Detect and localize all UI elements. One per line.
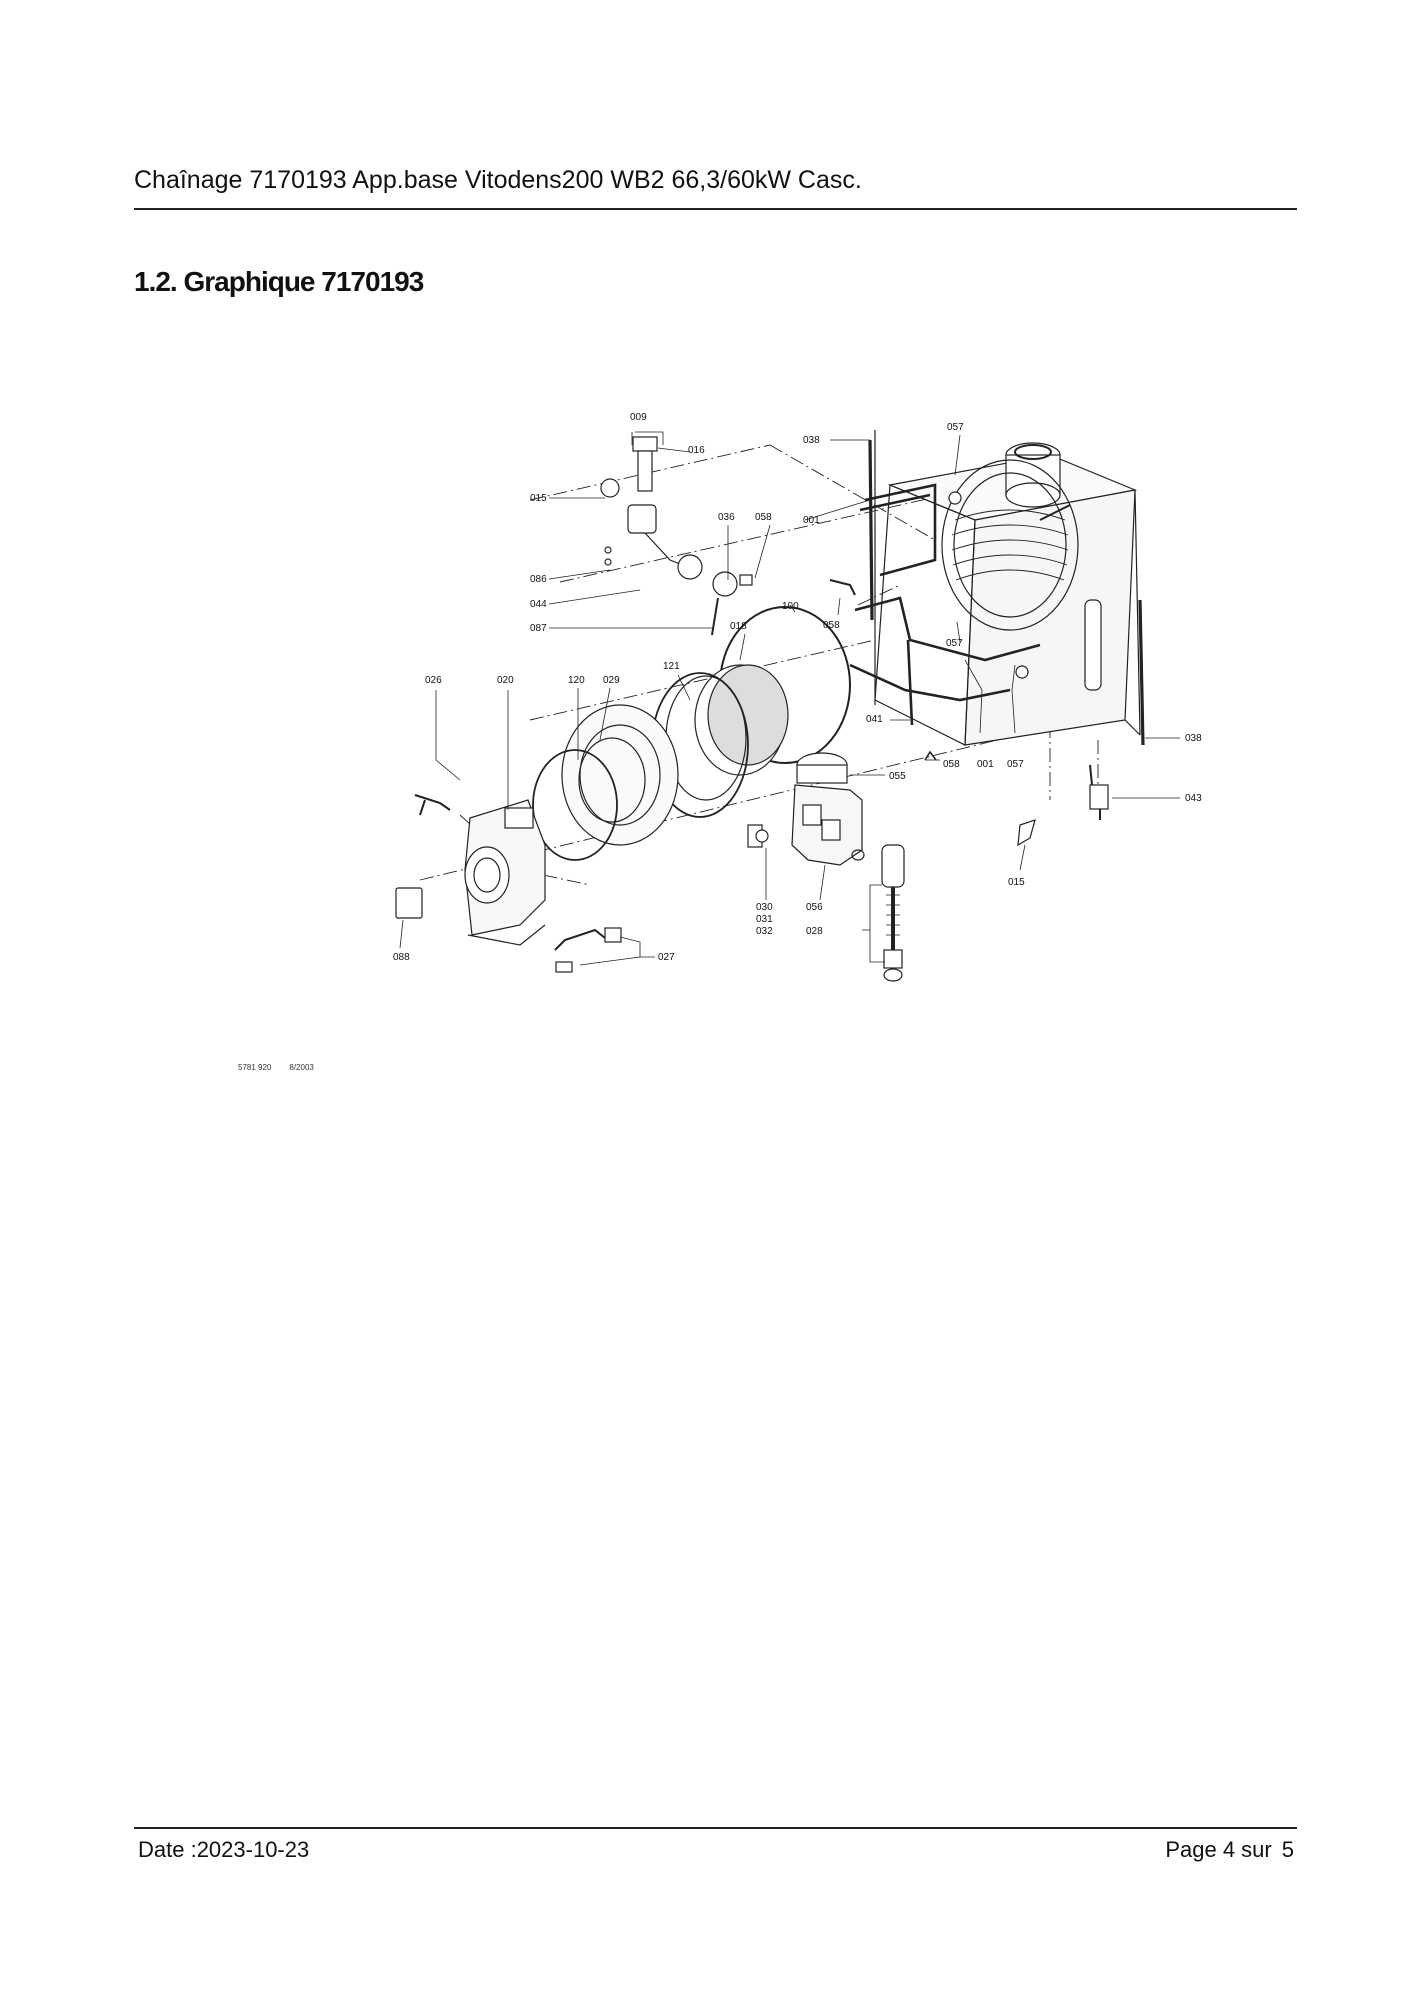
section-title: 1.2. Graphique 7170193 bbox=[134, 266, 424, 297]
part-label-088: 088 bbox=[393, 952, 410, 963]
header-divider bbox=[134, 208, 1297, 210]
part-label-028: 028 bbox=[806, 926, 823, 937]
blower-020 bbox=[464, 799, 546, 946]
part-label-086: 086 bbox=[530, 574, 547, 585]
part-label-043: 043 bbox=[1185, 793, 1202, 804]
page-total: 5 bbox=[1281, 1837, 1294, 1862]
page-prefix: Page 4 sur bbox=[1165, 1837, 1272, 1862]
part-label-036: 036 bbox=[718, 512, 735, 523]
seal-120 bbox=[532, 749, 618, 861]
part-label-044: 044 bbox=[530, 599, 547, 610]
part-label-055: 055 bbox=[889, 771, 906, 782]
drawing-reference: 5781 920 8/2003 bbox=[238, 1063, 332, 1072]
part-label-057: 057 bbox=[946, 638, 963, 649]
part-label-038: 038 bbox=[1185, 733, 1202, 744]
part-label-100: 100 bbox=[782, 601, 799, 612]
part-label-027: 027 bbox=[658, 952, 675, 963]
part-label-026: 026 bbox=[425, 675, 442, 686]
electrode-027 bbox=[554, 928, 606, 951]
electrode-026 bbox=[414, 794, 451, 816]
part-label-087: 087 bbox=[530, 623, 547, 634]
header-title: Chaînage 7170193 App.base Vitodens200 WB… bbox=[134, 166, 862, 194]
drawing-date: 8/2003 bbox=[289, 1063, 314, 1072]
leader-lines bbox=[399, 431, 1180, 966]
part-label-009: 009 bbox=[630, 412, 647, 423]
part-number-labels: 009 016 015 036 058 086 044 087 038 057 … bbox=[393, 412, 1202, 963]
gas-valve-056 bbox=[791, 752, 863, 866]
part-label-120: 120 bbox=[568, 675, 585, 686]
part-label-058: 058 bbox=[823, 620, 840, 631]
part-label-018: 018 bbox=[730, 621, 747, 632]
footer-date: Date :2023-10-23 bbox=[138, 1837, 310, 1862]
part-label-001: 001 bbox=[803, 515, 820, 526]
footer-divider bbox=[134, 1827, 1297, 1829]
exploded-parts-diagram: 009 016 015 036 058 086 044 087 038 057 … bbox=[380, 405, 1230, 995]
footer-page-number: Page 4 sur 5 bbox=[1165, 1837, 1294, 1863]
boiler-casing bbox=[874, 430, 1141, 746]
part-label-056: 056 bbox=[806, 902, 823, 913]
part-label-031: 031 bbox=[756, 914, 773, 925]
mounting-plate-029 bbox=[561, 704, 679, 846]
part-label-121: 121 bbox=[663, 661, 680, 672]
part-label-041: 041 bbox=[866, 714, 883, 725]
part-label-058: 058 bbox=[755, 512, 772, 523]
part-label-057: 057 bbox=[1007, 759, 1024, 770]
exploded-view-drawing: 009 016 015 036 058 086 044 087 038 057 … bbox=[393, 412, 1202, 982]
connector-088 bbox=[395, 887, 423, 919]
part-label-038: 038 bbox=[803, 435, 820, 446]
fitting-015b bbox=[1017, 819, 1036, 847]
drawing-code: 5781 920 bbox=[238, 1063, 272, 1072]
valve-assembly bbox=[600, 436, 753, 636]
part-label-058: 058 bbox=[943, 759, 960, 770]
part-label-030: 030 bbox=[756, 902, 773, 913]
part-label-057: 057 bbox=[947, 422, 964, 433]
assembly-axis-lines bbox=[419, 444, 1099, 886]
part-label-029: 029 bbox=[603, 675, 620, 686]
part-label-016: 016 bbox=[688, 445, 705, 456]
part-label-015: 015 bbox=[530, 493, 547, 504]
burner-flange-018 bbox=[665, 664, 789, 801]
part-label-032: 032 bbox=[756, 926, 773, 937]
part-label-015: 015 bbox=[1008, 877, 1025, 888]
part-label-020: 020 bbox=[497, 675, 514, 686]
gas-pipe-028 bbox=[851, 844, 905, 982]
part-label-001: 001 bbox=[977, 759, 994, 770]
